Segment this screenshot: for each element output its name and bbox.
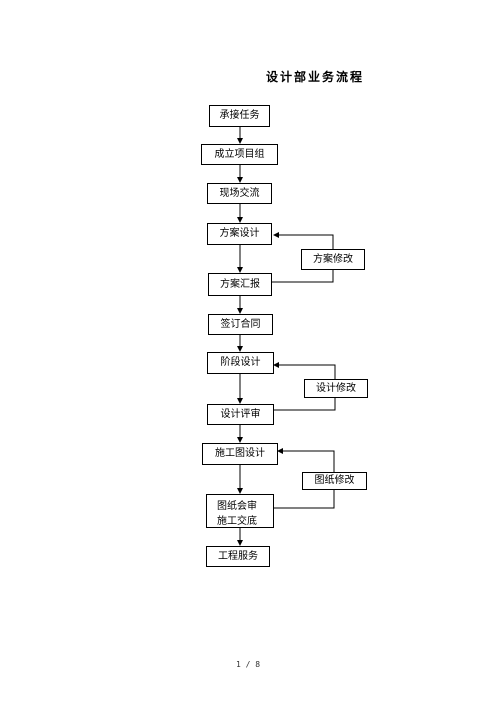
step-design-review: 设计评审 [207, 404, 274, 425]
feedback-drawing-revision: 图纸修改 [302, 472, 367, 490]
loop-3-return [274, 490, 335, 509]
loop-1-back [273, 232, 334, 249]
step-accept-task: 承接任务 [209, 105, 270, 127]
step-label: 方案汇报 [220, 278, 260, 290]
step-engineering-service: 工程服务 [206, 546, 270, 567]
feedback-label: 设计修改 [316, 382, 356, 394]
step-label: 成立项目组 [214, 148, 265, 160]
loop-3-back [277, 448, 335, 472]
step-label: 设计评审 [220, 408, 261, 420]
step-scheme-design: 方案设计 [207, 223, 272, 245]
step-label-secondary: 施工交底 [217, 516, 257, 527]
step-phase-design: 阶段设计 [207, 352, 274, 374]
step-label: 方案设计 [219, 228, 260, 239]
step-scheme-report: 方案汇报 [208, 273, 272, 296]
page-title: 设计部业务流程 [265, 70, 364, 84]
step-label: 阶段设计 [220, 357, 261, 368]
feedback-label: 图纸修改 [314, 475, 355, 486]
step-label: 签订合同 [220, 318, 261, 330]
step-label: 现场交流 [219, 187, 260, 199]
step-label: 工程服务 [218, 550, 258, 562]
step-construction-drawing: 施工图设计 [202, 443, 278, 465]
feedback-scheme-revision: 方案修改 [301, 249, 365, 270]
step-label: 图纸会审 [217, 501, 257, 512]
step-site-exchange: 现场交流 [207, 183, 272, 204]
loop-1-return [272, 270, 334, 283]
loop-2-back [273, 362, 336, 379]
feedback-label: 方案修改 [313, 253, 353, 265]
feedback-design-revision: 设计修改 [304, 379, 368, 398]
loop-2-return [274, 398, 336, 411]
step-form-team: 成立项目组 [201, 144, 278, 165]
page-number: 1 / 8 [235, 660, 261, 669]
step-drawing-review: 图纸会审 施工交底 [206, 494, 274, 528]
step-label: 施工图设计 [215, 448, 265, 459]
step-label: 承接任务 [219, 110, 260, 121]
step-sign-contract: 签订合同 [208, 314, 273, 335]
